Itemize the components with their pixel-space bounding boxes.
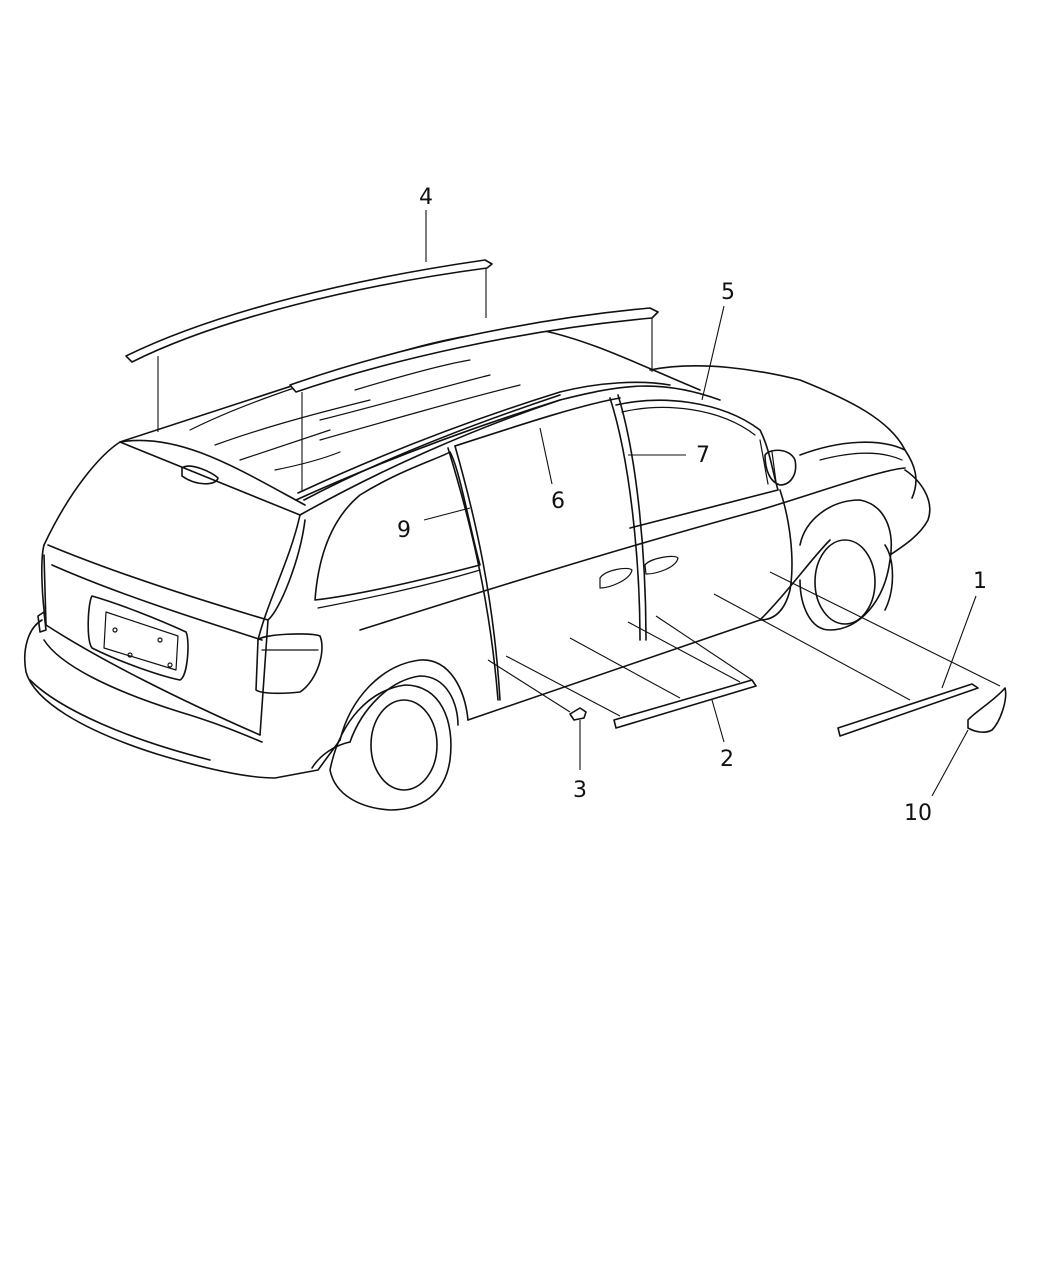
callout-2: 2 [720,747,734,772]
callout-1: 1 [973,569,987,594]
callout-4: 4 [419,185,433,210]
callout-6: 6 [551,489,565,514]
part-molding-clip [487,659,587,721]
part-roof-crossbar-front [289,307,659,492]
callout-leaders [423,210,977,797]
callout-10: 10 [904,801,932,826]
callout-9: 9 [397,518,411,543]
part-sill-molding-front [713,571,1001,737]
callout-3: 3 [573,778,587,803]
callout-5: 5 [721,280,735,305]
van-body [24,329,931,811]
part-roof-crossbar-rear [125,259,493,432]
callout-labels: 4 5 6 7 9 1 2 3 10 [397,185,987,826]
part-end-cap [967,687,1007,733]
part-door-molding [505,615,757,729]
callout-7: 7 [696,443,710,468]
